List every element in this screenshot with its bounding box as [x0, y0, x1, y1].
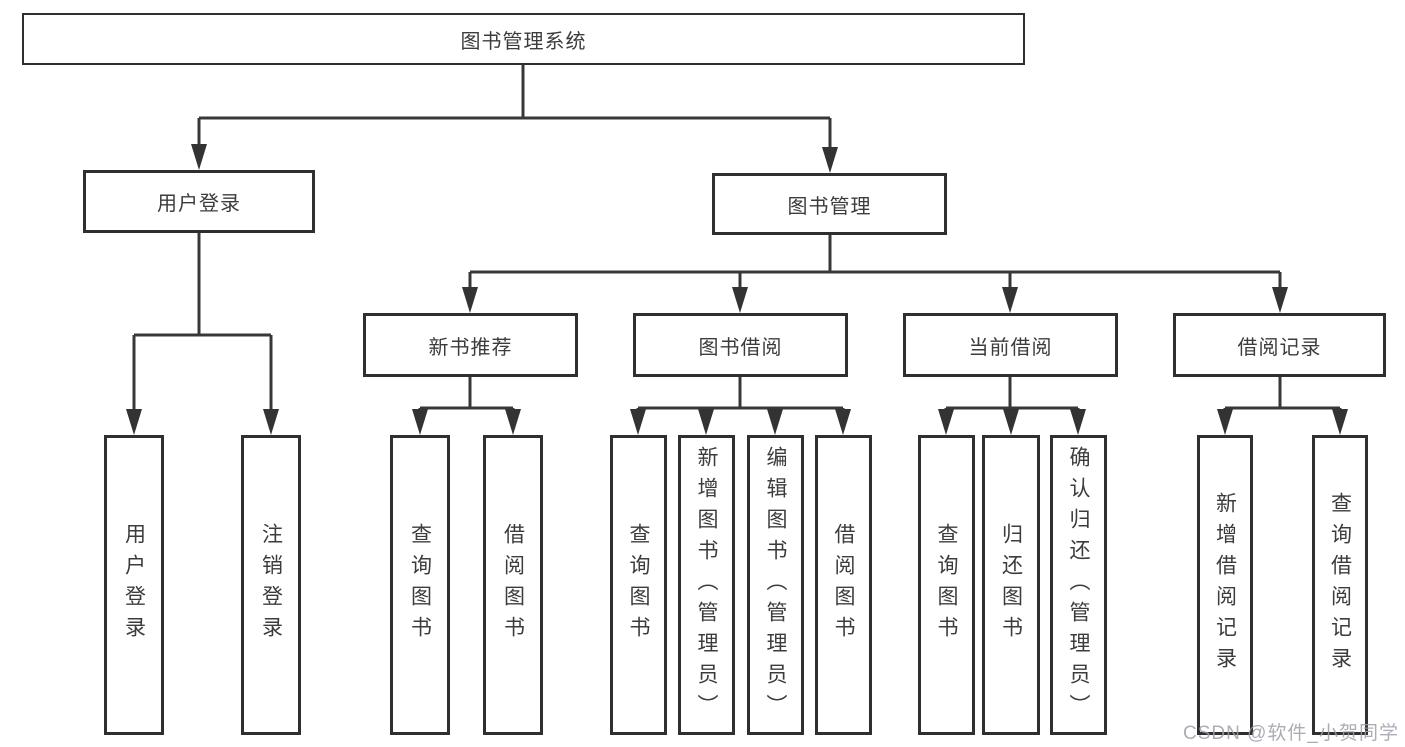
leaf-return-books-label: 归还图书 [999, 523, 1023, 647]
arrowhead [505, 409, 521, 435]
arrowhead [1070, 409, 1086, 435]
connector-user-login-children [132, 233, 273, 412]
node-book-borrowing: 图书借阅 [633, 313, 848, 377]
node-borrowing-records: 借阅记录 [1173, 313, 1386, 377]
arrowhead [412, 409, 428, 435]
arrowhead [822, 147, 838, 173]
leaf-query-borrow-record: 查询借阅记录 [1312, 435, 1368, 735]
leaf-query-books-2: 查询图书 [610, 435, 667, 735]
arrowhead [263, 409, 279, 435]
arrowhead [126, 409, 142, 435]
arrowhead [1332, 409, 1348, 435]
leaf-user-login: 用户登录 [104, 435, 164, 735]
node-current-borrowing: 当前借阅 [903, 313, 1118, 377]
connector-borrow-record-children [1223, 377, 1342, 412]
leaf-query-books-3-label: 查询图书 [935, 523, 958, 647]
node-user-login-label: 用户登录 [157, 193, 241, 215]
csdn-watermark: CSDN @软件_小贺同学 [1183, 723, 1399, 744]
leaf-confirm-return-admin-label: 确认归还（管理员） [1067, 445, 1090, 725]
leaf-add-borrow-record-label: 新增借阅记录 [1213, 492, 1237, 678]
connector-root-to-level1 [197, 65, 832, 150]
connector-book-mgmt-children [468, 235, 1282, 290]
leaf-add-books-admin: 新增图书（管理员） [678, 435, 735, 735]
node-borrowing-records-label: 借阅记录 [1237, 336, 1322, 359]
node-book-management-system-label: 图书管理系统 [460, 30, 587, 53]
connector-current-borrow-children [944, 377, 1080, 412]
node-book-management: 图书管理 [712, 173, 947, 235]
arrowhead [630, 409, 646, 435]
leaf-query-books-3: 查询图书 [918, 435, 975, 735]
leaf-borrow-books-2: 借阅图书 [815, 435, 872, 735]
leaf-edit-books-admin-label: 编辑图书（管理员） [764, 445, 787, 725]
node-book-management-label: 图书管理 [787, 195, 872, 218]
leaf-logout-label: 注销登录 [259, 523, 283, 647]
arrowhead [938, 409, 954, 435]
leaf-add-borrow-record: 新增借阅记录 [1197, 435, 1253, 735]
leaf-add-books-admin-label: 新增图书（管理员） [695, 445, 718, 725]
arrowhead [732, 287, 748, 313]
node-new-book-recommendation: 新书推荐 [363, 313, 578, 377]
arrowhead [698, 409, 714, 435]
leaf-user-login-label: 用户登录 [122, 523, 146, 647]
arrowhead [767, 409, 783, 435]
arrowhead [1003, 409, 1019, 435]
arrowhead [1002, 287, 1018, 313]
leaf-borrow-books-2-label: 借阅图书 [832, 523, 855, 647]
leaf-query-books-1-label: 查询图书 [408, 523, 432, 647]
node-book-borrowing-label: 图书借阅 [698, 336, 783, 359]
node-user-login: 用户登录 [83, 170, 315, 233]
leaf-borrow-books-1-label: 借阅图书 [501, 523, 525, 647]
arrowhead [1272, 287, 1288, 313]
leaf-query-borrow-record-label: 查询借阅记录 [1328, 492, 1352, 678]
connector-new-book-children [418, 377, 515, 412]
leaf-query-books-2-label: 查询图书 [627, 523, 650, 647]
leaf-confirm-return-admin: 确认归还（管理员） [1050, 435, 1107, 735]
connector-book-borrow-children [636, 377, 845, 412]
arrowhead [1217, 409, 1233, 435]
arrowhead [462, 287, 478, 313]
arrowhead [835, 409, 851, 435]
node-book-management-system: 图书管理系统 [22, 13, 1025, 65]
node-new-book-recommendation-label: 新书推荐 [428, 336, 513, 359]
arrowhead [191, 144, 207, 170]
leaf-borrow-books-1: 借阅图书 [483, 435, 543, 735]
leaf-return-books: 归还图书 [982, 435, 1040, 735]
leaf-query-books-1: 查询图书 [390, 435, 450, 735]
leaf-edit-books-admin: 编辑图书（管理员） [747, 435, 804, 735]
leaf-logout: 注销登录 [241, 435, 301, 735]
node-current-borrowing-label: 当前借阅 [968, 336, 1053, 359]
